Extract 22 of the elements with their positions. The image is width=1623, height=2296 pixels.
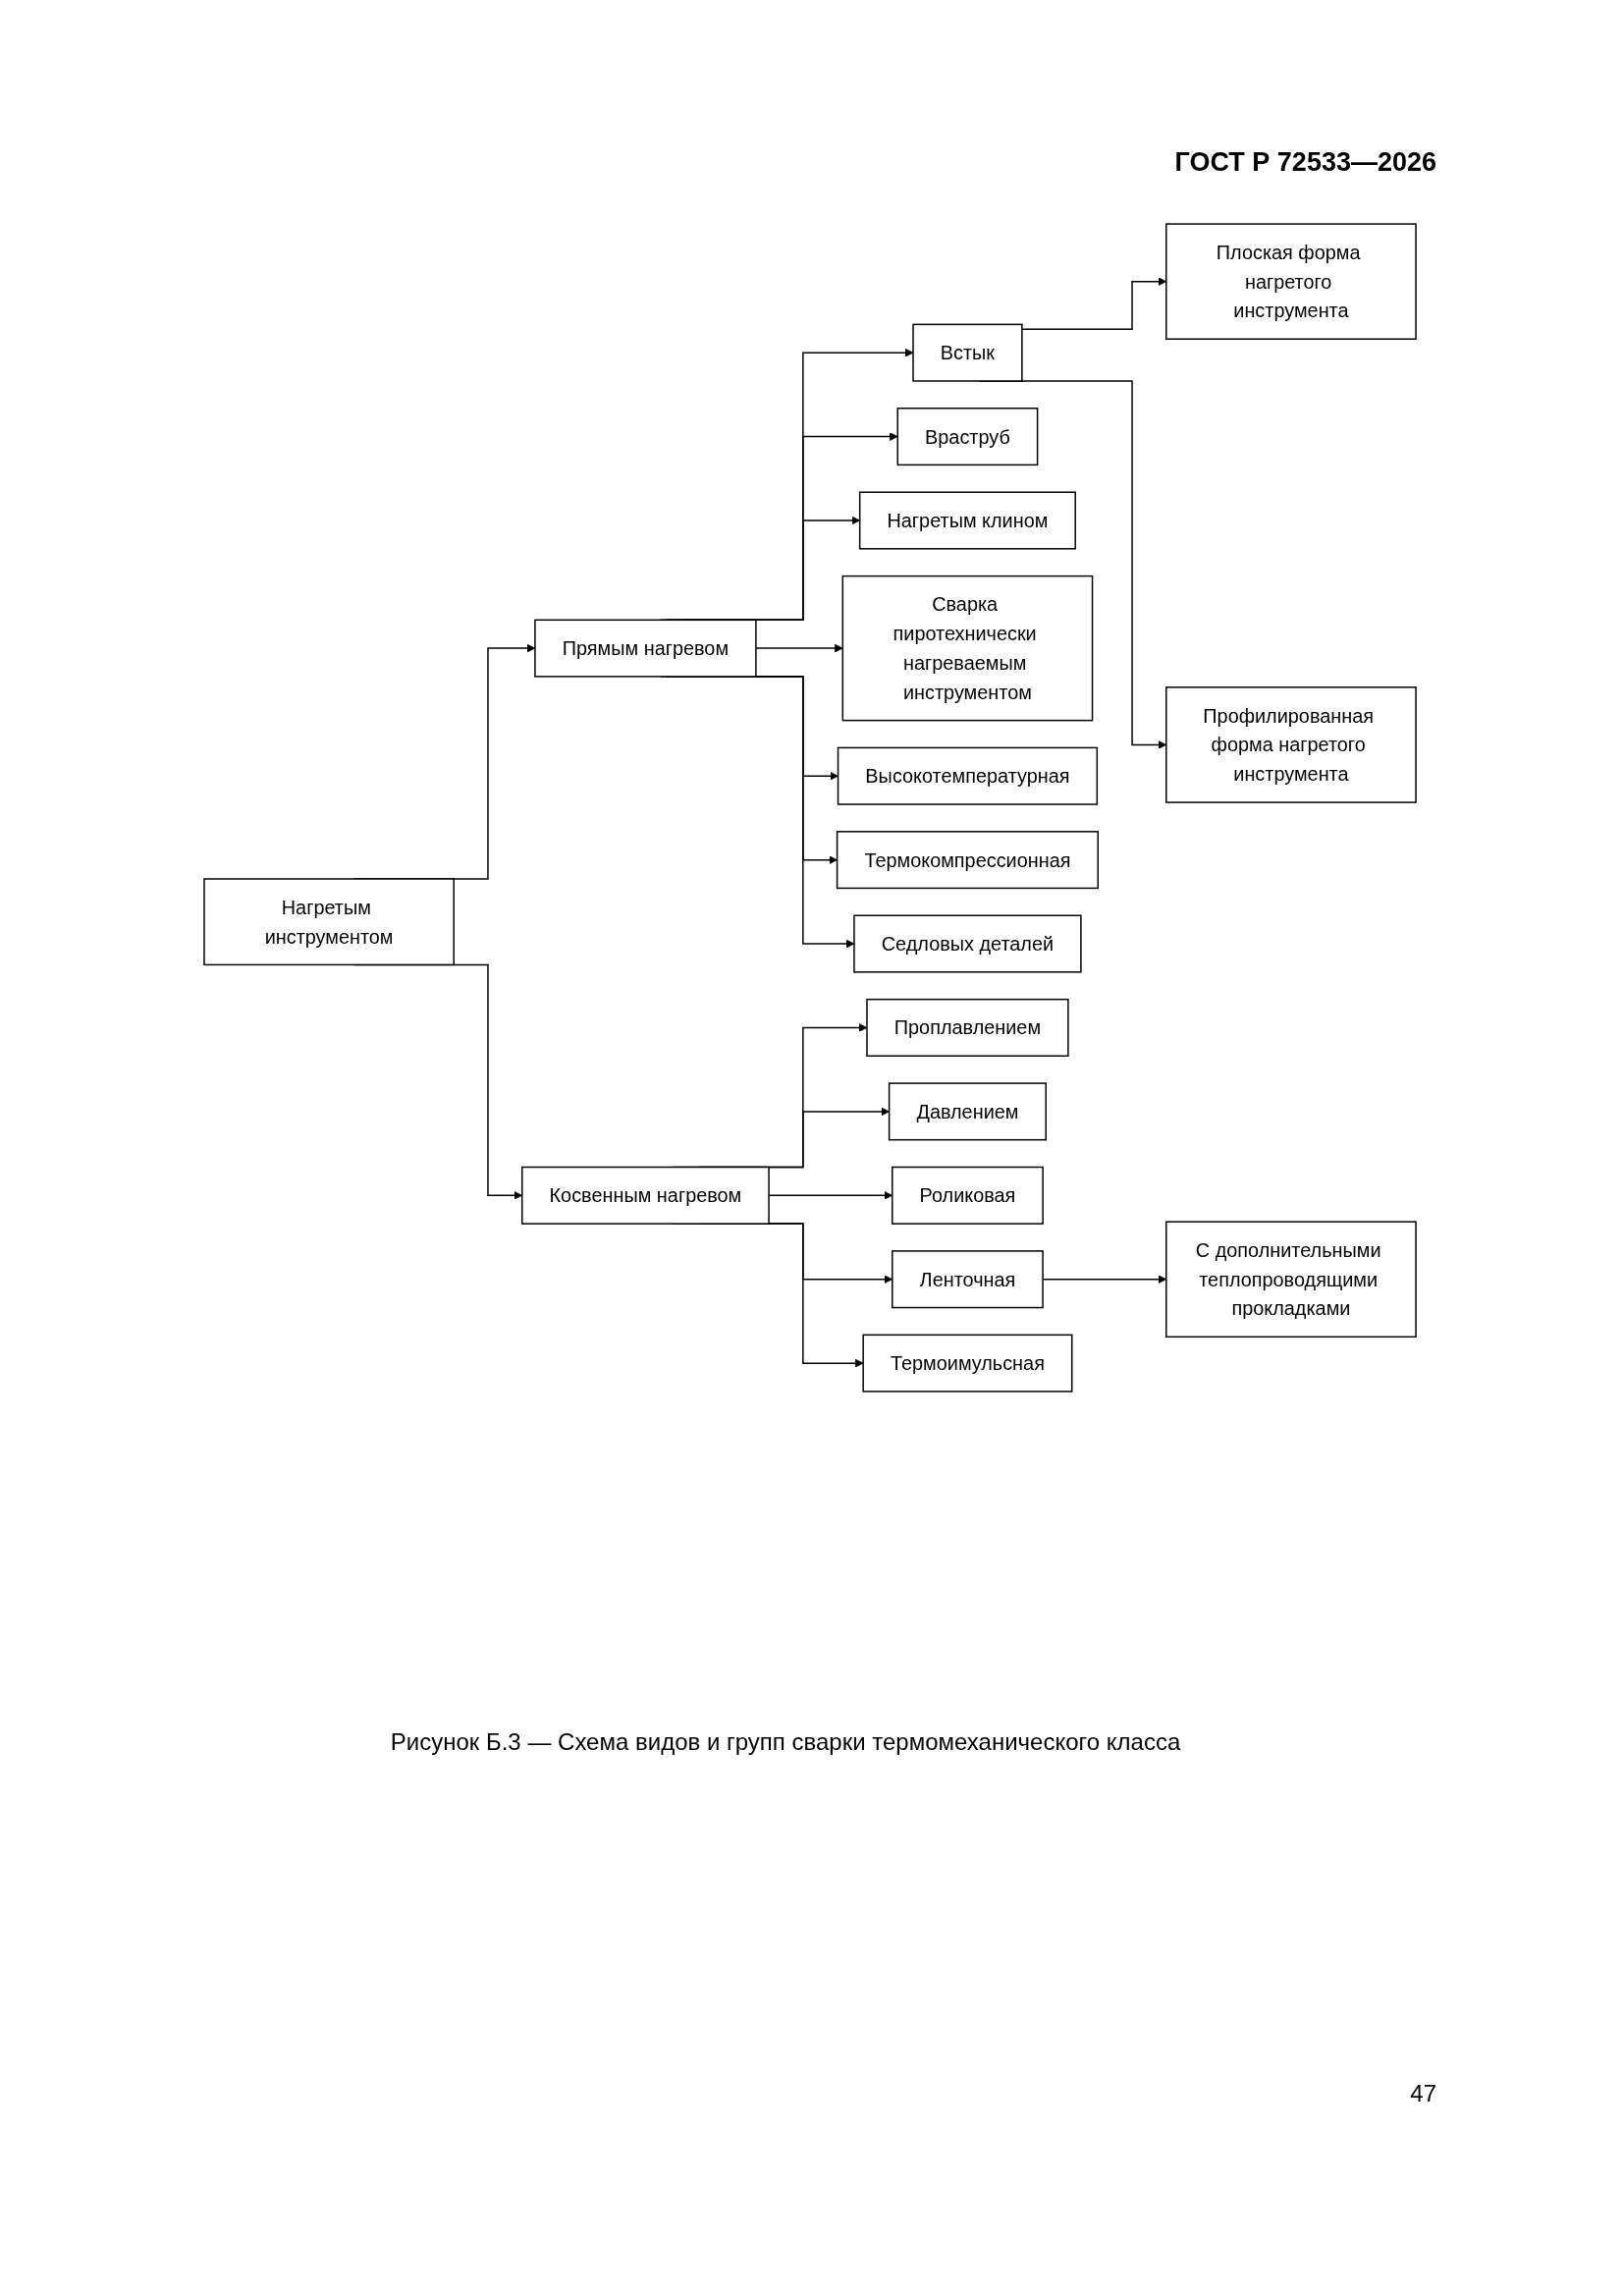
node-box: Высокотемпературная	[837, 746, 1099, 805]
node-box: Враструб	[896, 408, 1039, 466]
node-box: Ленточная	[892, 1250, 1044, 1309]
document-number: ГОСТ Р 72533—2026	[1174, 147, 1436, 178]
node-box: С дополнительными теплопроводящими прокладками	[1165, 1221, 1417, 1339]
node-box: Сварка пиротехнически нагреваемым инструментом	[841, 574, 1094, 722]
node-box: Косвенным нагревом	[521, 1166, 770, 1225]
node-box: Прямым нагревом	[534, 619, 757, 678]
node-box: Профилированная форма нагретого инструмента	[1165, 686, 1417, 803]
node-box: Роликовая	[892, 1166, 1044, 1225]
node-box: Давлением	[888, 1082, 1047, 1141]
node-box: Термоимульсная	[862, 1334, 1073, 1393]
node-box: Встык	[912, 323, 1023, 382]
node-box: Проплавлением	[866, 998, 1069, 1057]
node-box: Термокомпрессионная	[836, 831, 1099, 890]
page-number: 47	[1410, 2080, 1436, 2107]
node-box: Нагретым клином	[858, 491, 1076, 550]
node-box: Плоская форма нагретого инструмента	[1165, 223, 1417, 340]
arrow	[755, 643, 843, 653]
node-box: Нагретым инструментом	[203, 878, 455, 966]
figure-caption: Рисунок Б.3 — Схема видов и групп сварки термомеханического класса	[389, 1728, 1182, 1756]
node-box: Седловых деталей	[853, 914, 1082, 973]
